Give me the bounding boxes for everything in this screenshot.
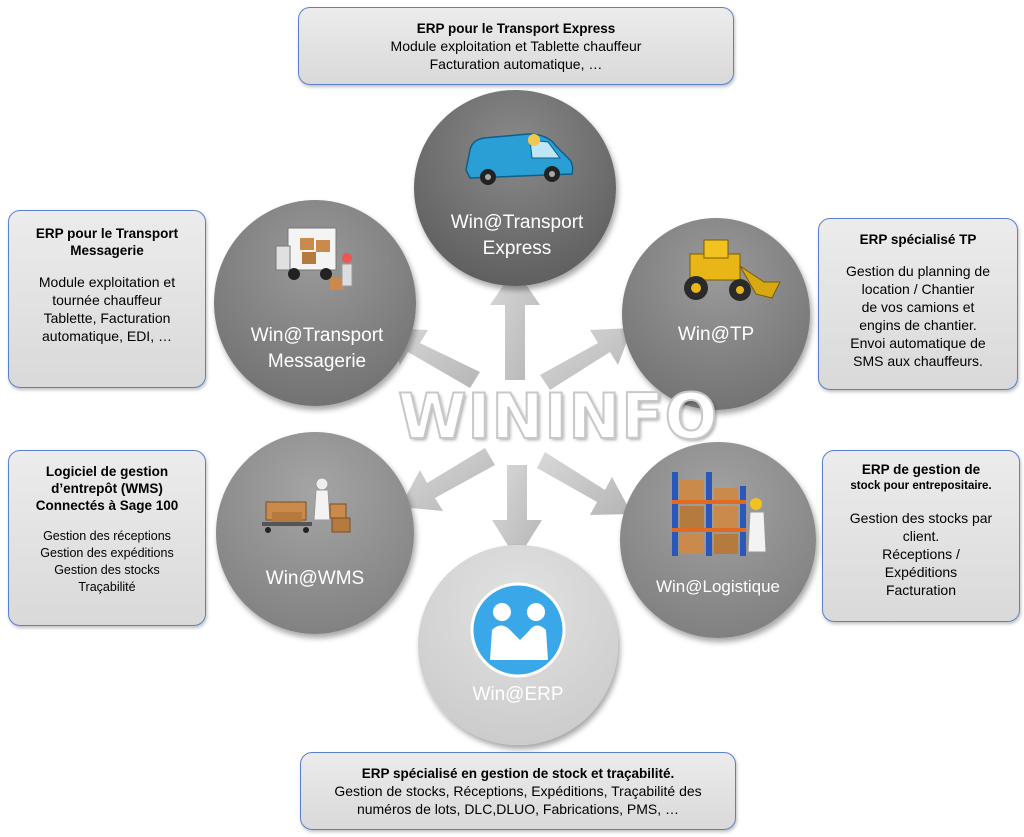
wheel-loader-icon bbox=[684, 239, 781, 301]
shelving-icon bbox=[672, 472, 767, 556]
van-icon bbox=[465, 133, 574, 185]
info-box-tp: ERP spécialisé TP Gestion du planning de… bbox=[818, 218, 1018, 390]
info-box-transport-messagerie: ERP pour le Transport Messagerie Module … bbox=[8, 210, 206, 388]
arrow-up-left bbox=[385, 328, 480, 388]
warehouse-worker-icon bbox=[262, 477, 351, 533]
module-label-wms: Win@WMS bbox=[265, 568, 365, 589]
circle-wms[interactable] bbox=[216, 432, 414, 634]
arrow-down bbox=[492, 465, 542, 560]
info-box-wms: Logiciel de gestion d’entrepôt (WMS) Con… bbox=[8, 450, 206, 626]
circle-transport-express[interactable] bbox=[414, 90, 616, 286]
wininfo-logo: WININFO bbox=[397, 379, 719, 454]
info-box-logistique: ERP de gestion de stock pour entreposita… bbox=[822, 450, 1020, 622]
arrow-up-right bbox=[540, 328, 632, 390]
info-box-erp: ERP spécialisé en gestion de stock et tr… bbox=[300, 752, 736, 830]
delivery-truck-icon bbox=[275, 227, 353, 290]
arrow-down-right bbox=[537, 452, 632, 515]
module-label-erp: Win@ERP bbox=[472, 684, 564, 705]
info-box-transport-express: ERP pour le Transport Express Module exp… bbox=[298, 7, 734, 85]
module-label-tp: Win@TP bbox=[677, 324, 755, 345]
arrow-down-left bbox=[400, 448, 495, 511]
arrow-up bbox=[490, 268, 540, 380]
module-label-logistique: Win@Logistique bbox=[655, 577, 781, 596]
handshake-icon bbox=[470, 582, 566, 678]
